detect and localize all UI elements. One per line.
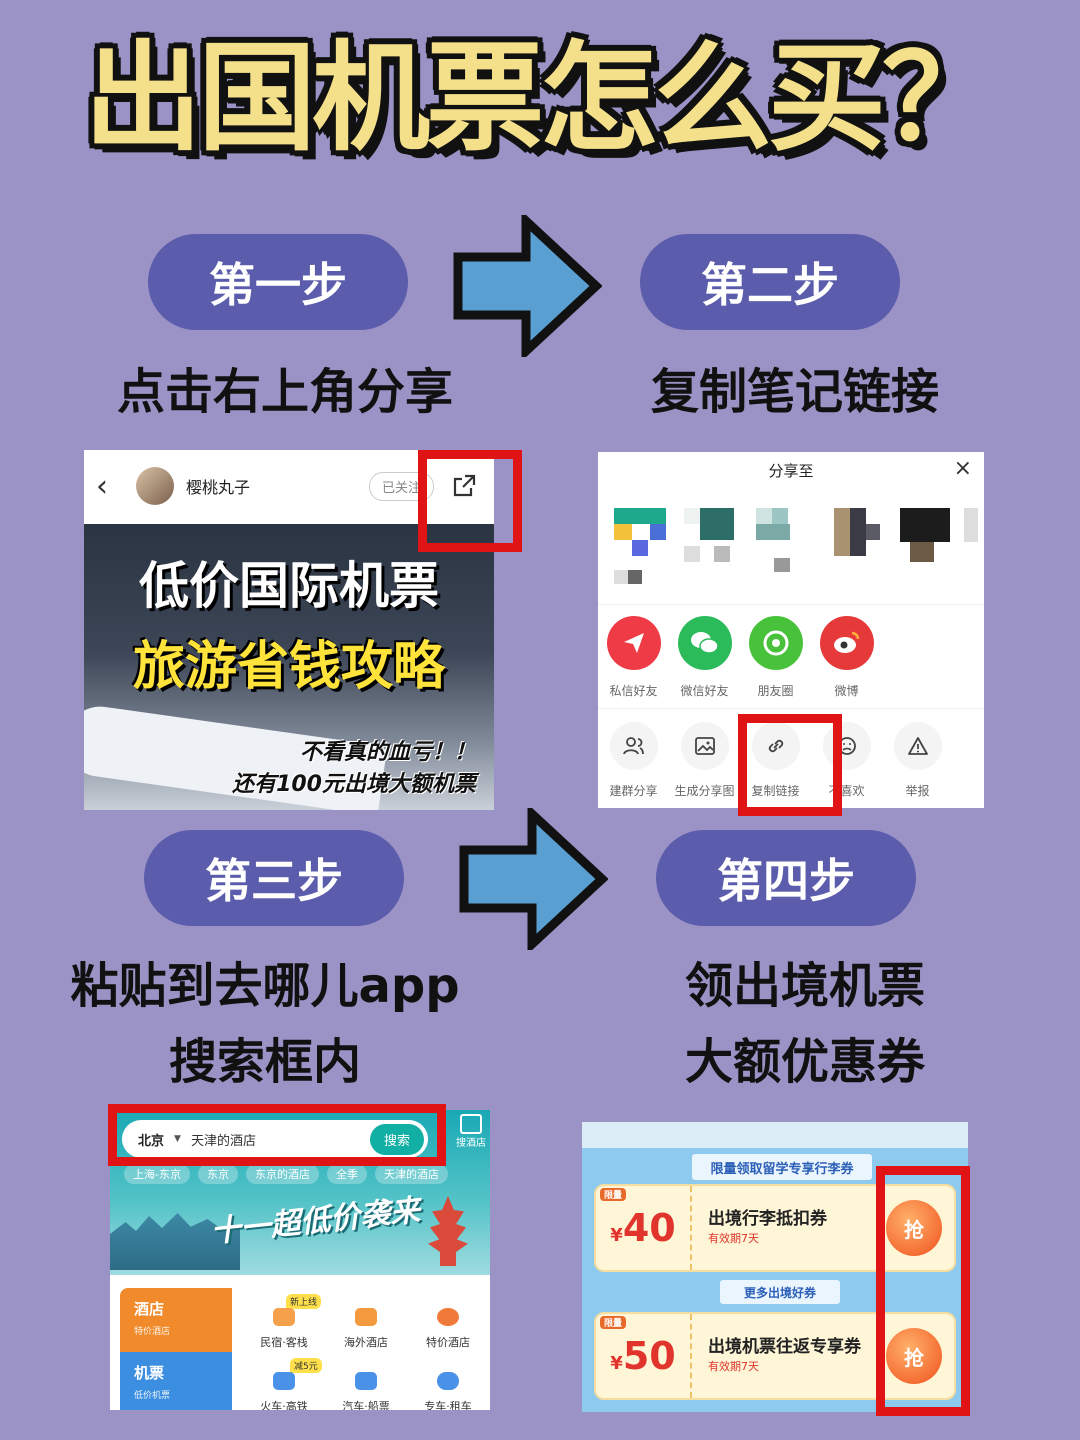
bus-entry[interactable]: 汽车·船票	[326, 1372, 406, 1410]
pagoda-image	[428, 1196, 468, 1266]
coupon-title: 出境行李抵扣券	[708, 1209, 827, 1229]
arrow-right-icon	[459, 808, 608, 950]
coupon-screenshot: 限量领取留学专享行李券 限量 ¥ 40 出境行李抵扣券 有效期7天 抢 更多出境…	[582, 1122, 968, 1412]
step3-caption-line2: 搜索框内	[168, 1034, 361, 1090]
image-icon	[680, 722, 729, 770]
hotel-category[interactable]: 酒店 特价酒店	[120, 1288, 232, 1352]
discount-badge: 减5元	[290, 1358, 322, 1373]
car-icon	[437, 1372, 459, 1390]
step1-caption: 点击右上角分享	[116, 364, 453, 420]
report-button[interactable]: 举报	[882, 722, 953, 799]
coupon-title: 出境机票往返专享券	[708, 1337, 861, 1357]
new-badge: 新上线	[286, 1294, 322, 1309]
limited-tag: 限量	[600, 1316, 627, 1329]
search-bar[interactable]: 北京 ▼ 天津的酒店 搜索	[122, 1120, 428, 1158]
page-title: 出国机票怎么买？	[83, 29, 1000, 167]
highlight-copy-link-box	[738, 714, 842, 816]
note-cover-image: 低价国际机票 旅游省钱攻略 不看真的血亏！！ 还有100元出境大额机票	[84, 524, 494, 810]
history-tag[interactable]: 东京的酒店	[245, 1164, 319, 1184]
step3-pill: 第三步	[144, 830, 404, 926]
promo-banner-text[interactable]: 十一超低价袭来	[209, 1193, 422, 1250]
highlight-share-box	[418, 450, 522, 552]
coupon-section-header: 限量领取留学专享行李券	[692, 1154, 872, 1180]
follow-button[interactable]: 已关注	[368, 471, 434, 501]
contact-avatar[interactable]	[756, 508, 790, 572]
step4-pill: 第四步	[656, 830, 916, 926]
flight-category[interactable]: 机票 低价机票	[120, 1352, 232, 1410]
arrow-right-icon	[453, 215, 602, 357]
history-tag[interactable]: 天津的酒店	[374, 1164, 448, 1184]
highlight-search-box	[108, 1104, 446, 1166]
avatar[interactable]	[136, 467, 174, 505]
coupon-amount: 50	[622, 1334, 676, 1378]
grab-coupon-button[interactable]: 抢	[886, 1328, 942, 1384]
paper-plane-icon	[606, 616, 661, 670]
contact-avatar[interactable]	[684, 508, 734, 562]
house-icon	[273, 1308, 295, 1326]
share-icon[interactable]	[446, 468, 482, 504]
cover-title: 低价国际机票	[139, 557, 439, 615]
coupon-card: 限量 ¥ 40 出境行李抵扣券 有效期7天 抢	[594, 1184, 956, 1272]
torn-paper-edge	[582, 1122, 968, 1148]
coupon-card: 限量 ¥ 50 出境机票往返专享券 有效期7天 抢	[594, 1312, 956, 1400]
coupon-validity: 有效期7天	[708, 1360, 759, 1373]
generate-share-image-button[interactable]: 生成分享图	[669, 722, 740, 799]
building-icon	[460, 1114, 482, 1134]
chevron-down-icon[interactable]: ▼	[174, 1134, 181, 1144]
search-input[interactable]: 天津的酒店	[190, 1133, 256, 1149]
grab-coupon-button[interactable]: 抢	[886, 1200, 942, 1256]
back-icon[interactable]: ‹	[96, 468, 108, 504]
share-weibo[interactable]: 微博	[811, 616, 882, 699]
warning-icon	[893, 722, 942, 770]
more-coupons-header: 更多出境好券	[720, 1280, 840, 1304]
overseas-hotel-entry[interactable]: 海外酒店	[326, 1308, 406, 1350]
step1-pill: 第一步	[148, 234, 408, 330]
contact-avatar[interactable]	[900, 508, 978, 562]
highlight-grab-buttons-box	[876, 1166, 970, 1416]
history-tag[interactable]: 全季	[326, 1164, 367, 1184]
group-share-button[interactable]: 建群分享	[598, 722, 669, 799]
hotel-search-shortcut[interactable]: 搜酒店	[456, 1114, 486, 1149]
history-tag[interactable]: 上海-东京	[124, 1164, 190, 1184]
cover-subtitle: 旅游省钱攻略	[132, 637, 445, 697]
alarm-icon	[437, 1308, 459, 1326]
train-icon	[273, 1372, 295, 1390]
share-direct-message[interactable]: 私信好友	[598, 616, 669, 699]
link-icon	[751, 722, 800, 770]
share-moments[interactable]: 朋友圈	[740, 616, 811, 699]
coupon-amount: 40	[622, 1206, 676, 1250]
search-button[interactable]: 搜索	[369, 1123, 424, 1155]
service-grid: 酒店 特价酒店 机票 低价机票 新上线 减5元 民宿·客栈 海外酒店 特价酒店 …	[120, 1278, 490, 1410]
wechat-icon	[677, 616, 732, 670]
close-icon[interactable]: ×	[953, 456, 972, 481]
contact-avatar[interactable]	[834, 508, 880, 556]
city-selector[interactable]: 北京	[138, 1133, 165, 1149]
copy-link-button[interactable]: 复制链接	[740, 722, 811, 799]
cover-note-2: 还有100元出境大额机票	[232, 772, 476, 797]
step2-pill: 第二步	[640, 234, 900, 330]
username[interactable]: 樱桃丸子	[186, 478, 251, 497]
step2-caption: 复制笔记链接	[650, 364, 939, 420]
train-entry[interactable]: 火车·高铁	[244, 1372, 324, 1410]
homestay-entry[interactable]: 民宿·客栈	[244, 1308, 324, 1350]
group-icon	[609, 722, 658, 770]
contact-avatar[interactable]	[614, 508, 666, 584]
cover-note-1: 不看真的血亏！！	[299, 740, 476, 765]
share-wechat[interactable]: 微信好友	[669, 616, 740, 699]
bus-icon	[355, 1372, 377, 1390]
weibo-icon	[819, 616, 874, 670]
share-sheet-title: 分享至	[768, 462, 814, 480]
step4-caption-line2: 大额优惠券	[684, 1034, 925, 1090]
history-tag[interactable]: 东京	[197, 1164, 238, 1184]
step3-caption-line1: 粘贴到去哪儿app	[70, 958, 460, 1014]
building-icon	[355, 1308, 377, 1326]
camera-aperture-icon	[748, 616, 803, 670]
limited-tag: 限量	[600, 1188, 627, 1201]
step4-caption-line1: 领出境机票	[684, 958, 925, 1014]
car-rental-entry[interactable]: 专车·租车	[408, 1372, 488, 1410]
discount-hotel-entry[interactable]: 特价酒店	[408, 1308, 488, 1350]
app-header-banner: 北京 ▼ 天津的酒店 搜索 搜酒店 上海-东京 东京 东京的酒店 全季 天津的酒…	[110, 1110, 490, 1275]
coupon-validity: 有效期7天	[708, 1232, 759, 1245]
